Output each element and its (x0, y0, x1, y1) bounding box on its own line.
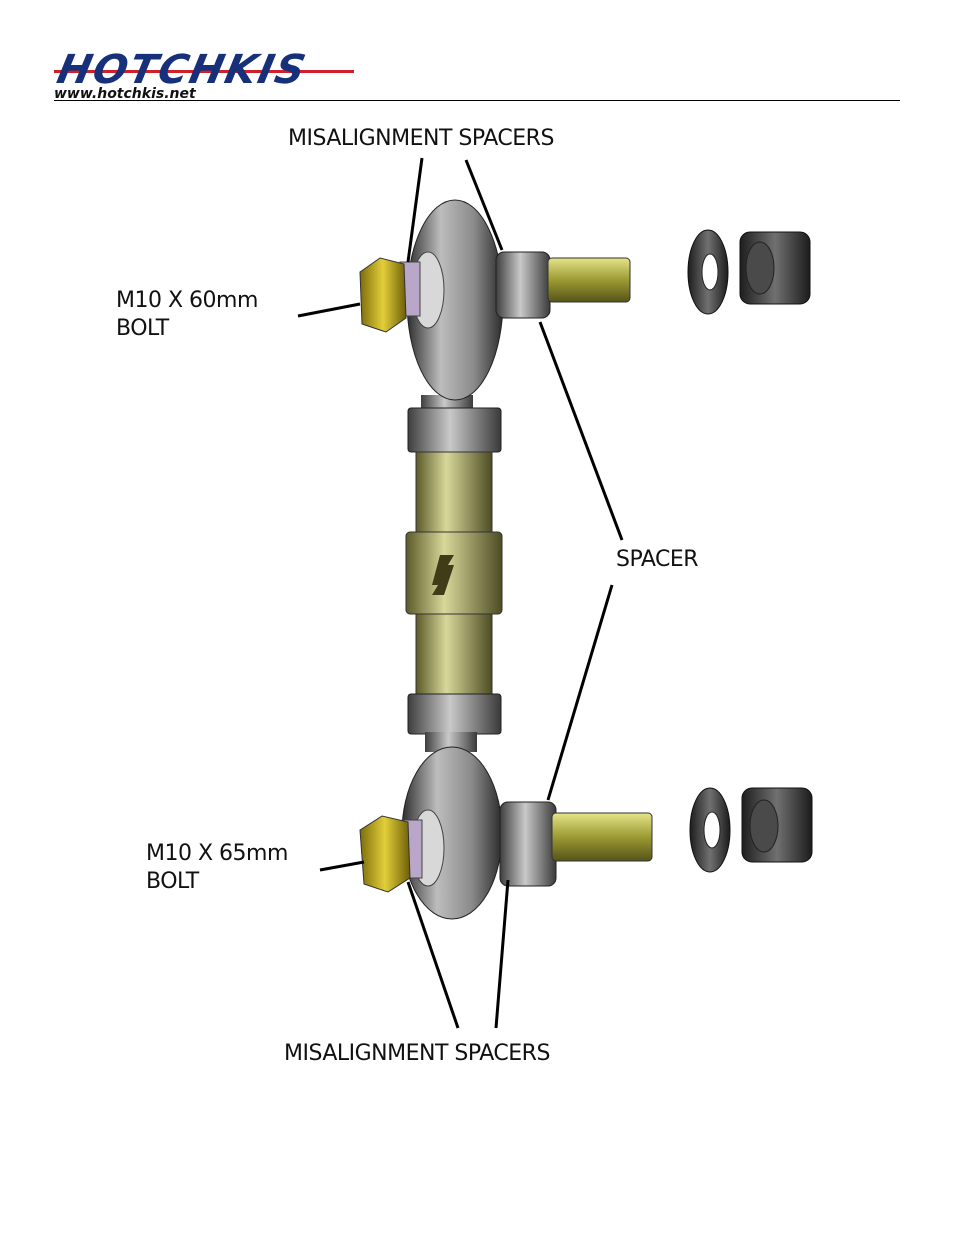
callout-spacer: SPACER (616, 547, 699, 572)
upper-nut-face (745, 241, 775, 295)
upper-bolt-shank (547, 257, 631, 303)
lower-thread (425, 732, 477, 752)
leader-bolt-bottom (319, 860, 365, 872)
hotchkis-h-icon (432, 555, 454, 595)
upper-washer-hole (701, 253, 719, 291)
lower-jam-nut (407, 693, 502, 735)
callout-bolt-bottom-size: M10 X 65mm (146, 841, 288, 866)
leader-misalign-bottom-right (494, 879, 510, 1029)
logo-swoosh (54, 70, 354, 73)
hotchkis-logo: HOTCHKIS (53, 47, 354, 100)
upper-bolt-head (359, 257, 407, 333)
leader-bolt-top (297, 302, 361, 318)
leader-misalign-top-right (464, 159, 504, 251)
callout-bolt-bottom-label: BOLT (146, 869, 199, 894)
center-hex (405, 531, 503, 615)
upper-tube (415, 451, 493, 535)
leader-spacer-top (538, 321, 624, 541)
header-divider (54, 100, 900, 101)
upper-hardware (687, 229, 811, 315)
upper-spacer (495, 251, 551, 319)
callout-bolt-top-size: M10 X 60mm (116, 288, 258, 313)
lower-tube (415, 613, 493, 697)
callout-misalignment-spacers-bottom: MISALIGNMENT SPACERS (284, 1041, 550, 1066)
lower-bolt-shank (551, 812, 653, 862)
upper-jam-nut (407, 407, 502, 453)
upper-rod-end (359, 199, 631, 401)
lower-spacer (499, 801, 557, 887)
leader-misalign-bottom-left (406, 881, 460, 1029)
page-header: HOTCHKIS www.hotchkis.net (0, 0, 954, 110)
lower-bolt-head (359, 815, 411, 893)
callout-misalignment-spacers-top: MISALIGNMENT SPACERS (288, 126, 554, 151)
lower-washer-hole (703, 811, 721, 849)
callout-bolt-top-label: BOLT (116, 316, 169, 341)
adjuster-body (405, 395, 503, 752)
leader-spacer-bottom (546, 584, 614, 801)
leader-lines (297, 157, 624, 1029)
lower-rod-end (359, 746, 653, 920)
lower-nut-face (749, 799, 779, 853)
lower-hardware (689, 787, 813, 873)
leader-misalign-top-left (406, 157, 424, 263)
website-url: www.hotchkis.net (54, 86, 196, 102)
